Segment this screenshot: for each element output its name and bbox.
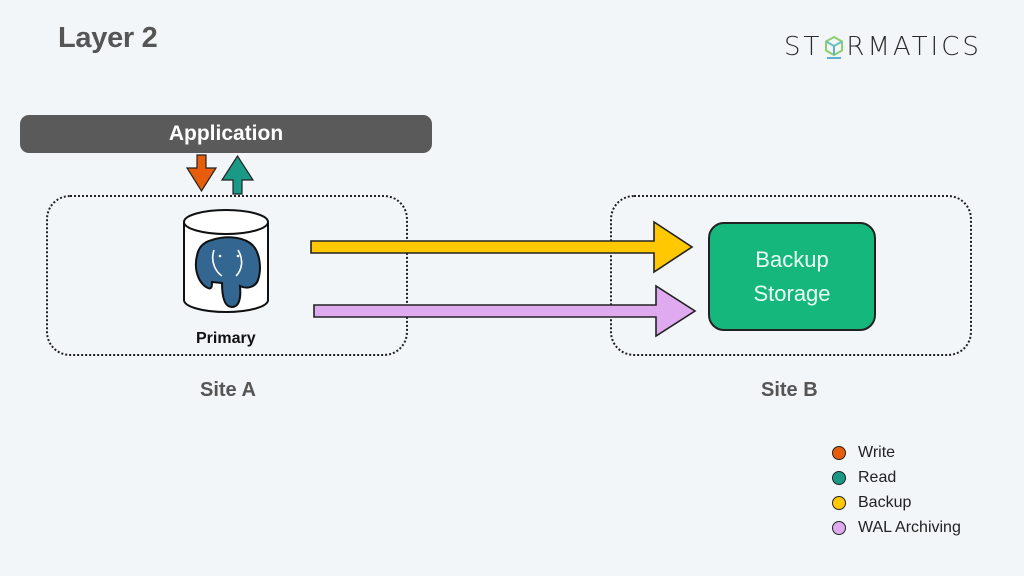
legend-item-wal-archiving: WAL Archiving bbox=[832, 515, 961, 540]
write-dot-icon bbox=[832, 445, 846, 460]
application-bar: Application bbox=[20, 115, 432, 153]
read-dot-icon bbox=[832, 470, 846, 485]
site-b-label: Site B bbox=[761, 379, 818, 401]
legend-item-backup: Backup bbox=[832, 490, 961, 515]
legend-label: Backup bbox=[858, 493, 912, 511]
primary-label: Primary bbox=[196, 330, 256, 347]
site-b-box bbox=[610, 195, 972, 356]
stormatics-logo: ST RMATICS bbox=[784, 32, 982, 62]
legend-item-write: Write bbox=[832, 440, 961, 465]
wal-archiving-arrow bbox=[313, 284, 697, 338]
backup-dot-icon bbox=[832, 495, 846, 510]
logo-text-end: RMATICS bbox=[846, 32, 982, 62]
logo-text-start: ST bbox=[784, 32, 823, 62]
legend-label: Read bbox=[858, 468, 897, 486]
write-arrow bbox=[185, 154, 218, 193]
read-arrow bbox=[220, 154, 255, 195]
legend-label: Write bbox=[858, 443, 896, 461]
backup-storage-box: Backup Storage bbox=[708, 222, 876, 331]
wal-archiving-dot-icon bbox=[832, 520, 846, 535]
legend-item-read: Read bbox=[832, 465, 961, 490]
application-label: Application bbox=[168, 122, 284, 145]
site-a-box bbox=[46, 195, 408, 356]
backup-storage-line1: Backup bbox=[755, 246, 829, 272]
site-a-label: Site A bbox=[200, 379, 256, 401]
legend: Write Read Backup WAL Archiving bbox=[832, 440, 961, 540]
cube-icon bbox=[825, 35, 844, 59]
postgresql-elephant-icon bbox=[194, 236, 261, 309]
backup-arrow bbox=[310, 220, 694, 274]
page-title: Layer 2 bbox=[58, 22, 158, 54]
legend-label: WAL Archiving bbox=[858, 518, 961, 536]
backup-storage-line2: Storage bbox=[753, 280, 831, 306]
